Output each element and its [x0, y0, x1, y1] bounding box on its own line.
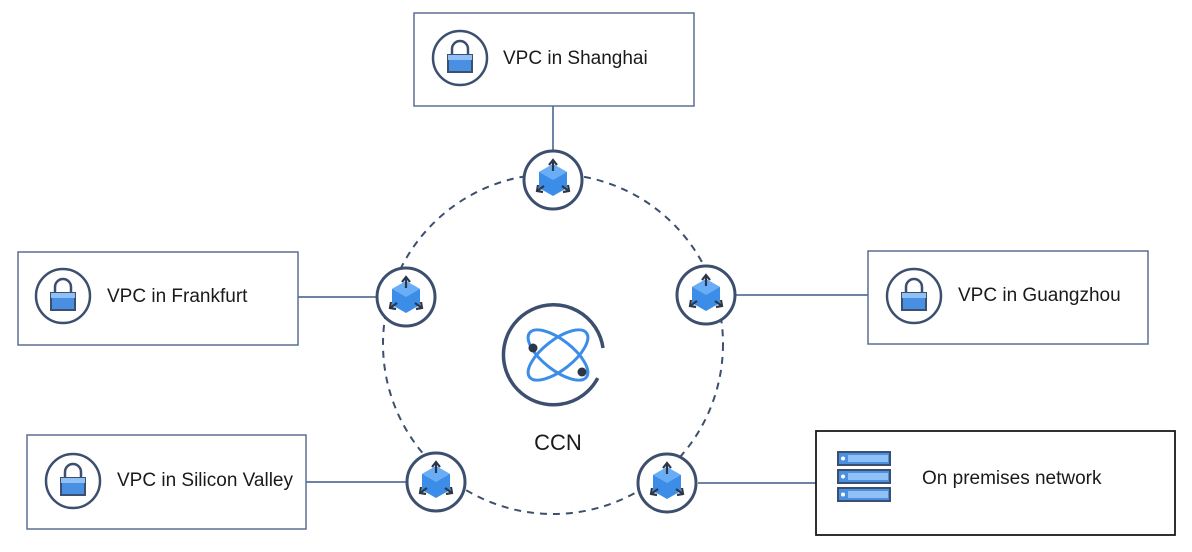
- connector-lines: [298, 106, 868, 484]
- box-frankfurt[interactable]: VPC in Frankfurt: [17, 251, 299, 346]
- node-shanghai-icon[interactable]: [522, 149, 584, 211]
- node-guangzhou-icon[interactable]: [675, 264, 737, 326]
- box-label: On premises network: [922, 468, 1102, 489]
- box-on-premises[interactable]: On premises network: [815, 430, 1176, 536]
- lock-icon: [431, 29, 489, 87]
- lock-icon: [885, 267, 943, 325]
- box-guangzhou[interactable]: VPC in Guangzhou: [867, 250, 1149, 345]
- box-label: VPC in Shanghai: [503, 48, 648, 69]
- box-silicon-valley[interactable]: VPC in Silicon Valley: [26, 434, 307, 530]
- box-shanghai[interactable]: VPC in Shanghai: [413, 12, 695, 107]
- lock-icon: [44, 452, 102, 510]
- ccn-label: CCN: [534, 430, 582, 455]
- box-label: VPC in Frankfurt: [107, 286, 248, 307]
- box-label: VPC in Guangzhou: [958, 285, 1121, 306]
- node-silicon-valley-icon[interactable]: [405, 451, 467, 513]
- atom-orbit-icon: [501, 303, 605, 407]
- node-on-premises-icon[interactable]: [636, 452, 698, 514]
- node-frankfurt-icon[interactable]: [375, 266, 437, 328]
- server-rack-icon: [837, 451, 891, 502]
- lock-icon: [34, 267, 92, 325]
- box-label: VPC in Silicon Valley: [117, 470, 294, 491]
- ccn-ring: [382, 173, 724, 515]
